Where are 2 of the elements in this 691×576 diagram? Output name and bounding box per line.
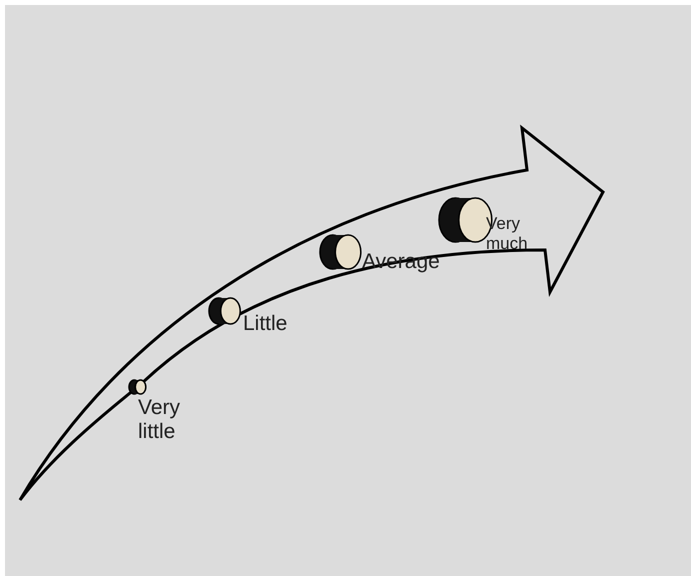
- level-label: Little: [243, 312, 288, 336]
- level-label: Very little: [138, 396, 182, 444]
